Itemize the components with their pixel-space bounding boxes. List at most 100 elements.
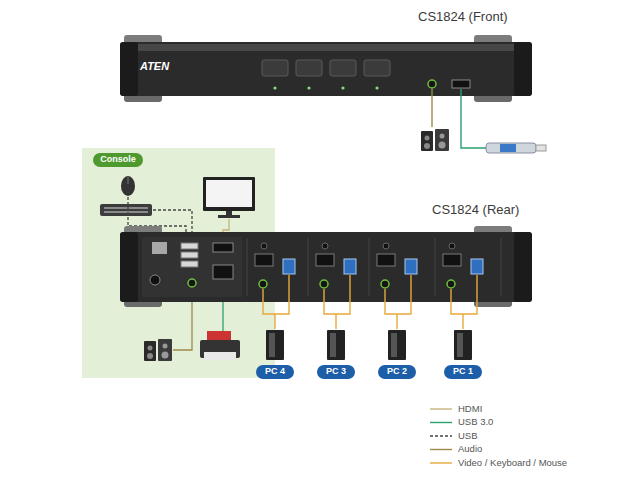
usb-stick <box>486 143 536 153</box>
legend-line <box>430 435 452 436</box>
mouse-icon <box>121 176 135 196</box>
pc-cable <box>324 275 350 314</box>
front-cables <box>461 89 486 148</box>
front-device <box>262 60 288 76</box>
front-device <box>514 42 532 96</box>
front-device <box>452 80 470 88</box>
hdmi-port <box>449 243 455 249</box>
keyboard-icon <box>100 204 152 216</box>
rear-device <box>181 252 198 258</box>
pc-tower <box>269 333 275 357</box>
pc-tag: PC 4 <box>256 365 294 379</box>
rear-device <box>247 238 248 296</box>
pc-cable <box>462 314 463 329</box>
front-device <box>138 44 514 51</box>
rear-device <box>150 275 160 285</box>
monitor-icon <box>206 180 252 207</box>
console-tag: Console <box>93 153 143 167</box>
rear-device <box>181 261 198 267</box>
audio-jack <box>320 280 328 288</box>
tag-text: Console <box>100 155 136 165</box>
printer-icon <box>204 352 236 360</box>
pc-cable <box>396 314 397 329</box>
front-device <box>120 35 532 102</box>
pc-cable <box>451 275 477 314</box>
usb3-port <box>405 259 417 274</box>
tag-text: PC 3 <box>326 367 346 377</box>
front-device <box>307 86 310 89</box>
rear-device <box>120 232 138 302</box>
pc-tower <box>327 330 345 360</box>
front-cables <box>431 89 432 127</box>
rear-device <box>435 238 436 296</box>
hdmi-port <box>383 243 389 249</box>
usb3-port <box>344 259 356 274</box>
front-device <box>428 80 436 88</box>
rear-device <box>181 243 198 249</box>
rear-device <box>120 226 532 307</box>
rear-device <box>188 279 196 287</box>
hdmi-port <box>255 254 273 266</box>
legend-text: Video / Keyboard / Mouse <box>458 458 567 468</box>
monitor-icon <box>203 177 255 211</box>
speaker-icon <box>424 143 430 149</box>
device-title: CS1824 (Front) <box>418 10 508 24</box>
monitor-icon <box>226 211 232 215</box>
hdmi-port <box>316 254 334 266</box>
tag-text: PC 4 <box>265 367 285 377</box>
audio-jack <box>447 280 455 288</box>
front-device <box>120 42 532 96</box>
printer-icon <box>200 331 240 360</box>
speaker-icon <box>421 129 449 151</box>
speaker-icon <box>440 134 445 139</box>
audio-jack <box>259 280 267 288</box>
rear-device <box>369 238 370 296</box>
speaker-icon <box>144 339 172 361</box>
rear-device <box>142 237 242 297</box>
pc-cable <box>263 275 289 314</box>
usb3-port <box>283 259 295 274</box>
keyboard-icon <box>104 211 148 213</box>
usb-stick <box>500 144 516 152</box>
mouse-icon <box>128 177 129 184</box>
monitor-icon <box>203 177 255 218</box>
tag-text: PC 1 <box>453 367 473 377</box>
tag-text: PC 2 <box>387 367 407 377</box>
speaker-icon <box>425 136 430 141</box>
printer-icon <box>207 331 231 341</box>
pc-tag: PC 1 <box>444 365 482 379</box>
rear-device <box>514 232 532 302</box>
legend-text: USB <box>458 431 478 441</box>
hdmi-port <box>322 243 328 249</box>
mouse-icon <box>121 176 135 196</box>
rear-device <box>213 265 233 279</box>
device-title: CS1824 (Rear) <box>432 203 519 217</box>
front-device <box>330 60 356 76</box>
usb-stick <box>486 143 546 153</box>
legend-line <box>430 408 452 409</box>
pc-ports <box>255 243 483 360</box>
pc-tower <box>457 333 463 357</box>
speaker-icon <box>148 346 153 351</box>
hdmi-port <box>377 254 395 266</box>
rear-device <box>152 242 167 254</box>
pc-cable <box>385 275 411 314</box>
hdmi-port <box>261 243 267 249</box>
speaker-icon <box>163 344 168 349</box>
pc-tower <box>266 330 284 360</box>
speaker-icon <box>147 353 153 359</box>
front-device <box>364 60 390 76</box>
usb-stick <box>536 145 546 151</box>
pc-tag: PC 3 <box>317 365 355 379</box>
pc-cable <box>335 314 336 329</box>
speaker-icon <box>439 142 446 149</box>
brand-logo: ATEN <box>140 60 169 72</box>
speaker-icon <box>158 339 172 361</box>
audio-jack <box>381 280 389 288</box>
legend-line <box>430 422 452 423</box>
legend-line <box>430 462 452 463</box>
rear-device <box>501 238 502 296</box>
speaker-icon <box>435 129 449 151</box>
rear-device <box>120 232 532 302</box>
